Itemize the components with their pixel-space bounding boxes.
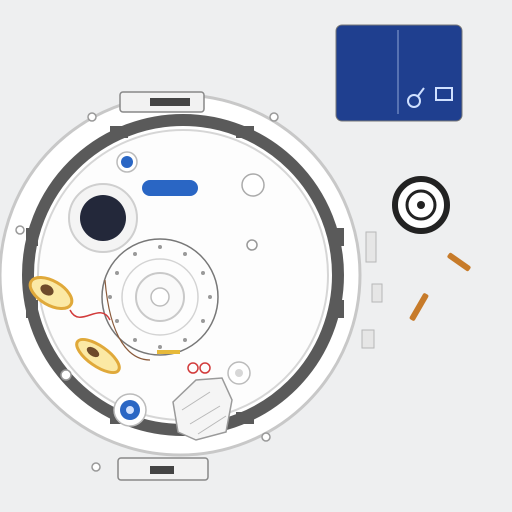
small-screw-right — [228, 362, 250, 384]
device-body — [0, 92, 382, 480]
copper-pin-icon — [409, 252, 471, 321]
bottom-clip-slot — [150, 466, 174, 474]
blue-indicator-bottom — [114, 394, 146, 426]
info-panel — [336, 25, 462, 121]
side-bracket — [362, 232, 382, 348]
dark-circular-port-icon — [69, 184, 137, 252]
gasket-ring-icon — [395, 179, 447, 231]
blue-badge — [142, 180, 198, 196]
round-button-top — [242, 174, 264, 196]
top-clip-slot — [150, 98, 190, 106]
blue-indicator-top — [117, 152, 137, 172]
